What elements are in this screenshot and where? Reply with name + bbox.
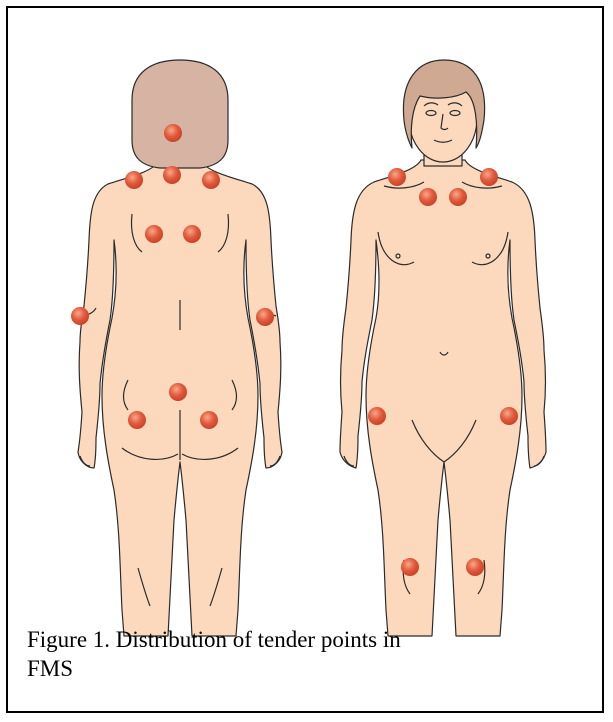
- tender-point-trapezius-left: [125, 171, 143, 189]
- tender-point-second-rib-right: [449, 188, 467, 206]
- tender-point-supraspinatus-left: [145, 225, 163, 243]
- tender-point-gluteal-right: [200, 411, 218, 429]
- tender-point-shoulder-front-left: [388, 168, 406, 186]
- back-hair: [132, 60, 228, 168]
- front-view-figure: [340, 60, 546, 636]
- tender-point-gluteal-left: [128, 411, 146, 429]
- tender-point-occiput: [164, 124, 182, 142]
- front-body-silhouette: [340, 160, 546, 636]
- tender-point-neck-center: [163, 166, 181, 184]
- tender-point-knee-right: [466, 558, 484, 576]
- back-view-figure: [78, 60, 282, 636]
- tender-point-elbow-back-right: [256, 308, 274, 326]
- tender-point-elbow-back-left: [71, 307, 89, 325]
- tender-point-second-rib-left: [419, 188, 437, 206]
- tender-point-shoulder-front-right: [480, 168, 498, 186]
- tender-point-hip-right: [500, 407, 518, 425]
- tender-point-hip-left: [368, 407, 386, 425]
- tender-point-supraspinatus-right: [183, 225, 201, 243]
- tender-point-sacrum: [169, 383, 187, 401]
- figure-caption: Figure 1. Distribution of tender points …: [27, 625, 447, 683]
- tender-point-trapezius-right: [202, 171, 220, 189]
- tender-point-knee-left: [401, 558, 419, 576]
